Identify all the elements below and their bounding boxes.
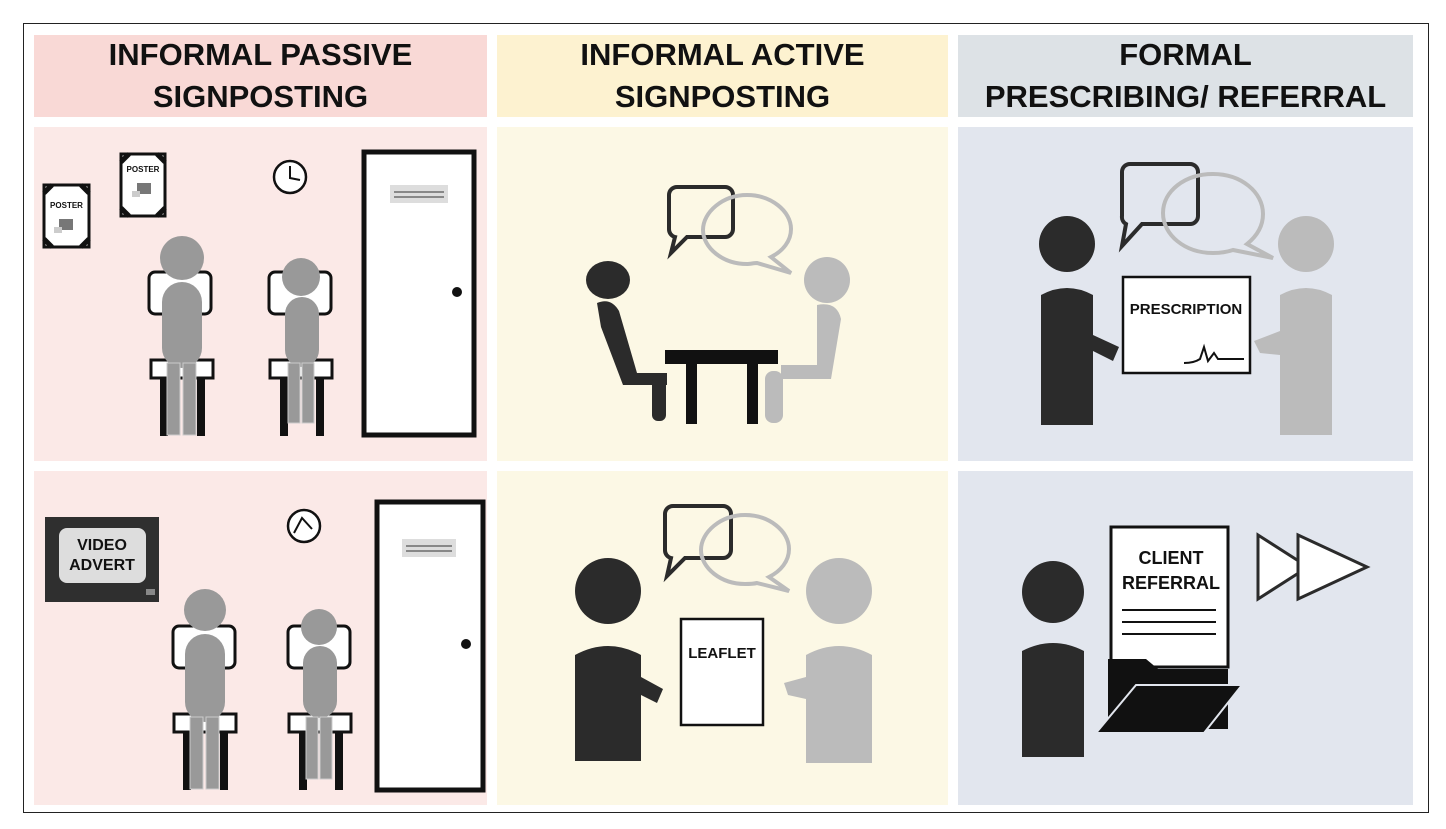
leaflet-label: LEAFLET xyxy=(688,645,756,662)
header-line-1: INFORMAL ACTIVE xyxy=(580,37,865,73)
leaflet-illustration: LEAFLET xyxy=(575,504,872,763)
waiting-room-video-illustration: VIDEO ADVERT xyxy=(45,499,486,793)
speech-bubble-icon xyxy=(1118,162,1274,260)
speech-bubble-icon xyxy=(663,504,792,593)
fast-forward-icon xyxy=(1256,532,1371,602)
door-icon xyxy=(361,149,477,438)
conversation-illustration xyxy=(586,185,850,424)
seated-person xyxy=(286,609,353,790)
panel-client-referral: CLIENT REFERRAL xyxy=(958,471,1413,805)
prescription-label: PRESCRIPTION xyxy=(1130,301,1243,318)
header-line-2: SIGNPOSTING xyxy=(614,79,831,114)
header-line-2: PRESCRIBING/ REFERRAL xyxy=(984,79,1387,114)
person-light-seated xyxy=(765,257,850,423)
header-formal-prescribing: FORMAL PRESCRIBING/ REFERRAL xyxy=(958,35,1413,117)
header-line-2: SIGNPOSTING xyxy=(152,79,369,114)
leaflet-document: LEAFLET xyxy=(679,617,765,727)
poster-icon: POSTER xyxy=(42,183,91,249)
person-light-standing xyxy=(784,558,872,763)
folder-icon xyxy=(1093,659,1245,734)
video-label-line2: ADVERT xyxy=(69,557,135,574)
referral-label-line2: REFERRAL xyxy=(1122,573,1220,593)
waiting-room-posters-illustration: POSTER POSTER xyxy=(42,149,477,438)
seated-person xyxy=(147,236,215,436)
video-label-line1: VIDEO xyxy=(77,537,127,554)
seated-person xyxy=(171,589,238,790)
panel-leaflet: LEAFLET xyxy=(497,471,948,805)
poster-icon: POSTER xyxy=(119,152,167,218)
prescription-document: PRESCRIPTION xyxy=(1121,275,1252,375)
speech-bubble-icon xyxy=(667,185,794,275)
header-informal-active: INFORMAL ACTIVE SIGNPOSTING xyxy=(497,35,948,117)
header-line-1: FORMAL xyxy=(1119,37,1252,73)
poster-label: POSTER xyxy=(127,165,160,174)
prescription-illustration: PRESCRIPTION xyxy=(1039,162,1334,435)
header-line-1: INFORMAL PASSIVE xyxy=(108,37,413,73)
clock-icon xyxy=(272,159,308,195)
clock-icon xyxy=(286,508,322,544)
poster-label: POSTER xyxy=(50,201,83,210)
panel-prescription: PRESCRIPTION xyxy=(958,127,1413,461)
seated-person xyxy=(267,258,334,436)
panel-conversation-at-table xyxy=(497,127,948,461)
referral-label-line1: CLIENT xyxy=(1139,548,1204,568)
person-light-standing xyxy=(1254,216,1334,435)
person-dark-seated xyxy=(586,261,667,421)
referral-document: CLIENT REFERRAL xyxy=(1109,525,1230,669)
table-icon xyxy=(665,350,778,424)
person-dark-standing xyxy=(1022,561,1084,757)
client-referral-illustration: CLIENT REFERRAL xyxy=(1022,525,1371,757)
header-informal-passive: INFORMAL PASSIVE SIGNPOSTING xyxy=(34,35,487,117)
door-icon xyxy=(374,499,486,793)
video-screen-icon: VIDEO ADVERT xyxy=(45,517,159,602)
panel-waiting-room-posters: POSTER POSTER xyxy=(34,127,487,461)
person-dark-standing xyxy=(575,558,663,761)
panel-waiting-room-video: VIDEO ADVERT xyxy=(34,471,487,805)
person-dark-standing xyxy=(1039,216,1119,425)
